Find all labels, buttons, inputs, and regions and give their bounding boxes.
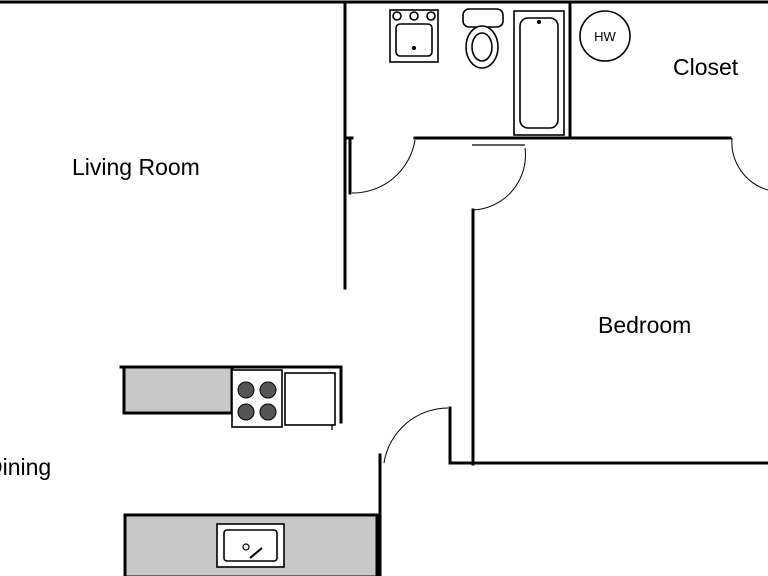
bedroom-label: Bedroom bbox=[598, 312, 691, 338]
bathtub bbox=[513, 10, 565, 136]
kitchen-lower-counter bbox=[123, 513, 379, 576]
bathroom-fixtures bbox=[389, 8, 565, 136]
upper-counter bbox=[122, 365, 234, 415]
refrigerator bbox=[284, 372, 336, 430]
closet-label: Closet bbox=[673, 54, 739, 80]
bathroom-door-swing bbox=[351, 139, 416, 194]
bathroom-sink bbox=[389, 9, 439, 63]
stove bbox=[231, 369, 283, 428]
bedroom-door-swing bbox=[472, 147, 526, 211]
kitchen-upper-counter bbox=[119, 365, 343, 430]
hallway-door-swing bbox=[383, 407, 449, 464]
kitchen-sink bbox=[216, 523, 285, 568]
living-room-label: Living Room bbox=[72, 154, 200, 180]
dining-label: Dining bbox=[0, 454, 51, 480]
water-heater-label: HW bbox=[594, 29, 616, 44]
closet-door-swing bbox=[731, 137, 768, 191]
water-heater: HW bbox=[579, 10, 631, 62]
doors bbox=[351, 137, 768, 464]
toilet bbox=[462, 8, 504, 69]
